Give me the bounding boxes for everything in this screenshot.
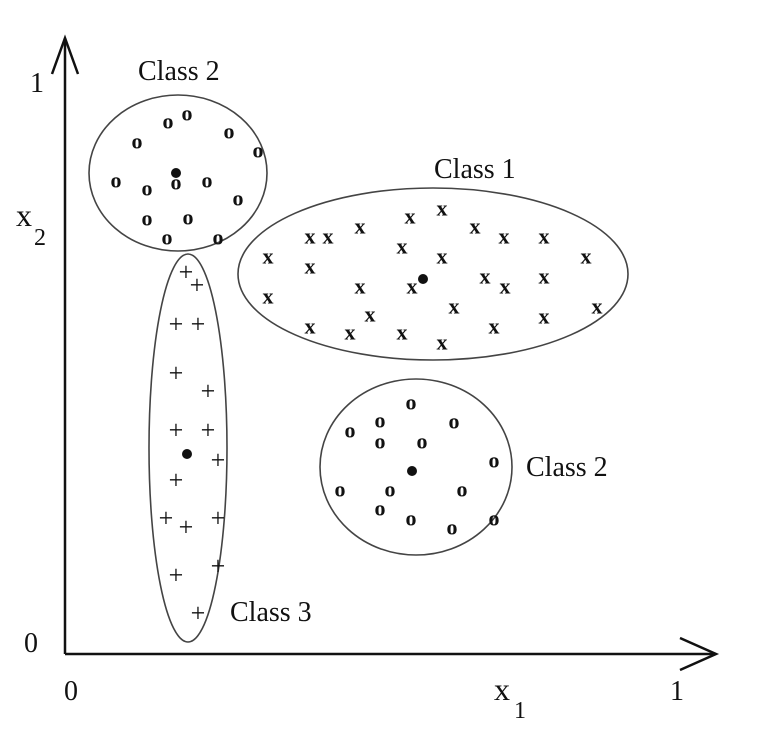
point-marker-cross: x — [397, 234, 408, 259]
point-marker-circle: o — [447, 515, 458, 540]
x-tick-origin: 0 — [64, 676, 78, 707]
point-marker-circle: o — [253, 138, 264, 163]
point-marker-cross: x — [365, 302, 376, 327]
point-marker-plus: + — [211, 446, 226, 475]
point-marker-plus: + — [201, 416, 216, 445]
point-marker-circle: o — [406, 506, 417, 531]
point-marker-circle: o — [385, 477, 396, 502]
cluster-label-class2-top: Class 2 — [138, 56, 220, 87]
point-marker-cross: x — [489, 314, 500, 339]
point-marker-circle: o — [335, 477, 346, 502]
point-marker-circle: o — [375, 429, 386, 454]
y-axis-arrowhead — [50, 34, 80, 75]
point-marker-plus: + — [191, 599, 206, 628]
point-marker-plus: + — [179, 258, 194, 287]
point-marker-plus: + — [201, 377, 216, 406]
point-marker-circle: o — [457, 477, 468, 502]
point-marker-cross: x — [407, 274, 418, 299]
cluster-label-class3: Class 3 — [230, 597, 312, 628]
point-marker-plus: + — [191, 310, 206, 339]
point-marker-circle: o — [202, 168, 213, 193]
point-marker-cross: x — [263, 244, 274, 269]
cluster-boundary-class2-bottom — [319, 378, 513, 556]
point-marker-circle: o — [449, 409, 460, 434]
point-marker-circle: o — [375, 496, 386, 521]
cluster-boundary-class2-top — [88, 94, 268, 252]
point-marker-circle: o — [132, 129, 143, 154]
point-marker-circle: o — [489, 506, 500, 531]
point-marker-plus: + — [179, 513, 194, 542]
point-marker-circle: o — [163, 109, 174, 134]
point-marker-cross: x — [437, 244, 448, 269]
point-marker-cross: x — [355, 274, 366, 299]
point-marker-cross: x — [500, 274, 511, 299]
point-marker-circle: o — [375, 408, 386, 433]
point-marker-cross: x — [480, 264, 491, 289]
point-marker-circle: o — [406, 390, 417, 415]
point-marker-cross: x — [539, 224, 550, 249]
y-axis-label-subscript: 2 — [34, 225, 46, 251]
point-marker-circle: o — [162, 225, 173, 250]
point-marker-circle: o — [345, 418, 356, 443]
point-marker-circle: o — [142, 206, 153, 231]
point-marker-cross: x — [539, 304, 550, 329]
point-marker-cross: x — [355, 214, 366, 239]
point-marker-plus: + — [169, 359, 184, 388]
cluster-label-class2-bottom: Class 2 — [526, 452, 608, 483]
point-marker-circle: o — [142, 176, 153, 201]
point-marker-cross: x — [499, 224, 510, 249]
y-tick-zero: 0 — [24, 628, 38, 659]
point-marker-plus: + — [169, 561, 184, 590]
point-marker-circle: o — [224, 119, 235, 144]
point-marker-plus: + — [159, 504, 174, 533]
point-marker-circle: o — [183, 205, 194, 230]
centroid-class1 — [418, 274, 428, 284]
point-marker-cross: x — [323, 224, 334, 249]
point-marker-cross: x — [437, 330, 448, 355]
x-axis-label-subscript: 1 — [514, 698, 526, 724]
point-marker-cross: x — [470, 214, 481, 239]
point-marker-circle: o — [213, 225, 224, 250]
point-marker-circle: o — [233, 186, 244, 211]
point-marker-cross: x — [405, 204, 416, 229]
point-marker-plus: + — [169, 310, 184, 339]
centroid-class2-bottom — [407, 466, 417, 476]
point-marker-cross: x — [397, 320, 408, 345]
point-marker-circle: o — [489, 448, 500, 473]
cluster-label-class1: Class 1 — [434, 154, 516, 185]
point-marker-cross: x — [305, 314, 316, 339]
point-marker-cross: x — [305, 254, 316, 279]
point-marker-cross: x — [305, 224, 316, 249]
point-marker-plus: + — [190, 271, 205, 300]
y-tick-max: 1 — [30, 68, 44, 99]
point-marker-cross: x — [449, 294, 460, 319]
point-marker-plus: + — [169, 416, 184, 445]
centroid-class3 — [182, 449, 192, 459]
point-marker-plus: + — [169, 466, 184, 495]
point-marker-cross: x — [437, 196, 448, 221]
point-marker-circle: o — [171, 170, 182, 195]
cluster-boundary-class3 — [148, 253, 228, 643]
point-marker-cross: x — [263, 284, 274, 309]
point-marker-plus: + — [211, 552, 226, 581]
x-axis-arrowhead — [679, 636, 720, 672]
point-marker-plus: + — [211, 504, 226, 533]
point-marker-cross: x — [345, 320, 356, 345]
point-marker-cross: x — [581, 244, 592, 269]
y-axis-label: x — [16, 197, 32, 233]
centroid-class2-top — [171, 168, 181, 178]
point-marker-cross: x — [539, 264, 550, 289]
cluster-boundary-class1 — [237, 187, 629, 361]
point-marker-circle: o — [417, 429, 428, 454]
point-marker-circle: o — [182, 101, 193, 126]
x-tick-max: 1 — [670, 676, 684, 707]
point-marker-circle: o — [111, 168, 122, 193]
x-axis-label: x — [494, 671, 510, 707]
point-marker-cross: x — [592, 294, 603, 319]
